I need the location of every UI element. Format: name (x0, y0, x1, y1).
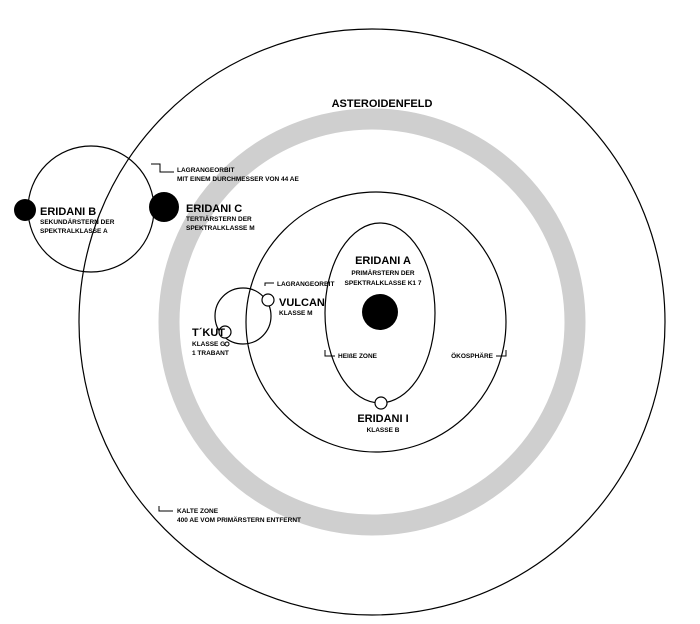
eridani-i-name: ERIDANI I (357, 413, 408, 425)
vulcan-planet (261, 293, 275, 307)
eridani-a-star (362, 294, 398, 330)
eridani-a-name: ERIDANI A (355, 255, 411, 267)
cold-zone-leader (158, 506, 173, 512)
eridani-b-desc-2: SPEKTRALKLASSE A (40, 228, 108, 235)
eridani-c-name: ERIDANI C (186, 203, 242, 215)
hot-zone-leader (324, 350, 335, 357)
vulcan-name: VULCAN (279, 297, 325, 309)
cold-zone-orbit (78, 28, 666, 616)
lagrange-orbit-leader (151, 163, 174, 173)
asteroid-belt-ring (158, 108, 586, 536)
eridani-i-planet (374, 396, 388, 410)
hot-zone-label: HEIßE ZONE (338, 353, 378, 360)
eridani-b-star (14, 199, 36, 221)
lagrange-orbit-label-1: LAGRANGEORBIT (177, 167, 234, 174)
asteroid-belt-label: ASTEROIDENFELD (332, 98, 433, 110)
lagrange-small-leader (264, 282, 274, 286)
eridani-c-star (149, 192, 179, 222)
ecosphere-orbit (245, 191, 507, 453)
lagrange-small-label: LAGRANGEORBIT (277, 281, 334, 288)
tkut-desc-1: KLASSE G (192, 341, 225, 348)
tkut-moon (224, 341, 230, 347)
lagrange-orbit-small (214, 287, 272, 345)
vulcan-desc: KLASSE M (279, 310, 313, 317)
eridani-a-desc-2: SPEKTRALKLASSE K1 7 (345, 280, 422, 287)
cold-zone-label-1: KALTE ZONE (177, 508, 219, 515)
tkut-name: T´KUT (192, 327, 225, 339)
eridani-b-name: ERIDANI B (40, 206, 96, 218)
ecosphere-leader (496, 350, 507, 357)
tkut-desc-2: 1 TRABANT (192, 350, 229, 357)
cold-zone-label-2: 400 AE VOM PRIMÄRSTERN ENTFERNT (177, 516, 301, 524)
ecosphere-label: ÖKOSPHÄRE (451, 351, 494, 360)
eridani-b-desc-1: SEKUNDÄRSTERN DER (40, 218, 115, 226)
eridani-i-desc: KLASSE B (367, 427, 400, 434)
eridani-c-desc-1: TERTIÄRSTERN DER (186, 215, 252, 223)
eridani-c-desc-2: SPEKTRALKLASSE M (186, 225, 255, 232)
lagrange-orbit-label-2: MIT EINEM DURCHMESSER VON 44 AE (177, 176, 299, 183)
tkut-planet (218, 325, 232, 339)
eridani-a-desc-1: PRIMÄRSTERN DER (351, 269, 415, 277)
